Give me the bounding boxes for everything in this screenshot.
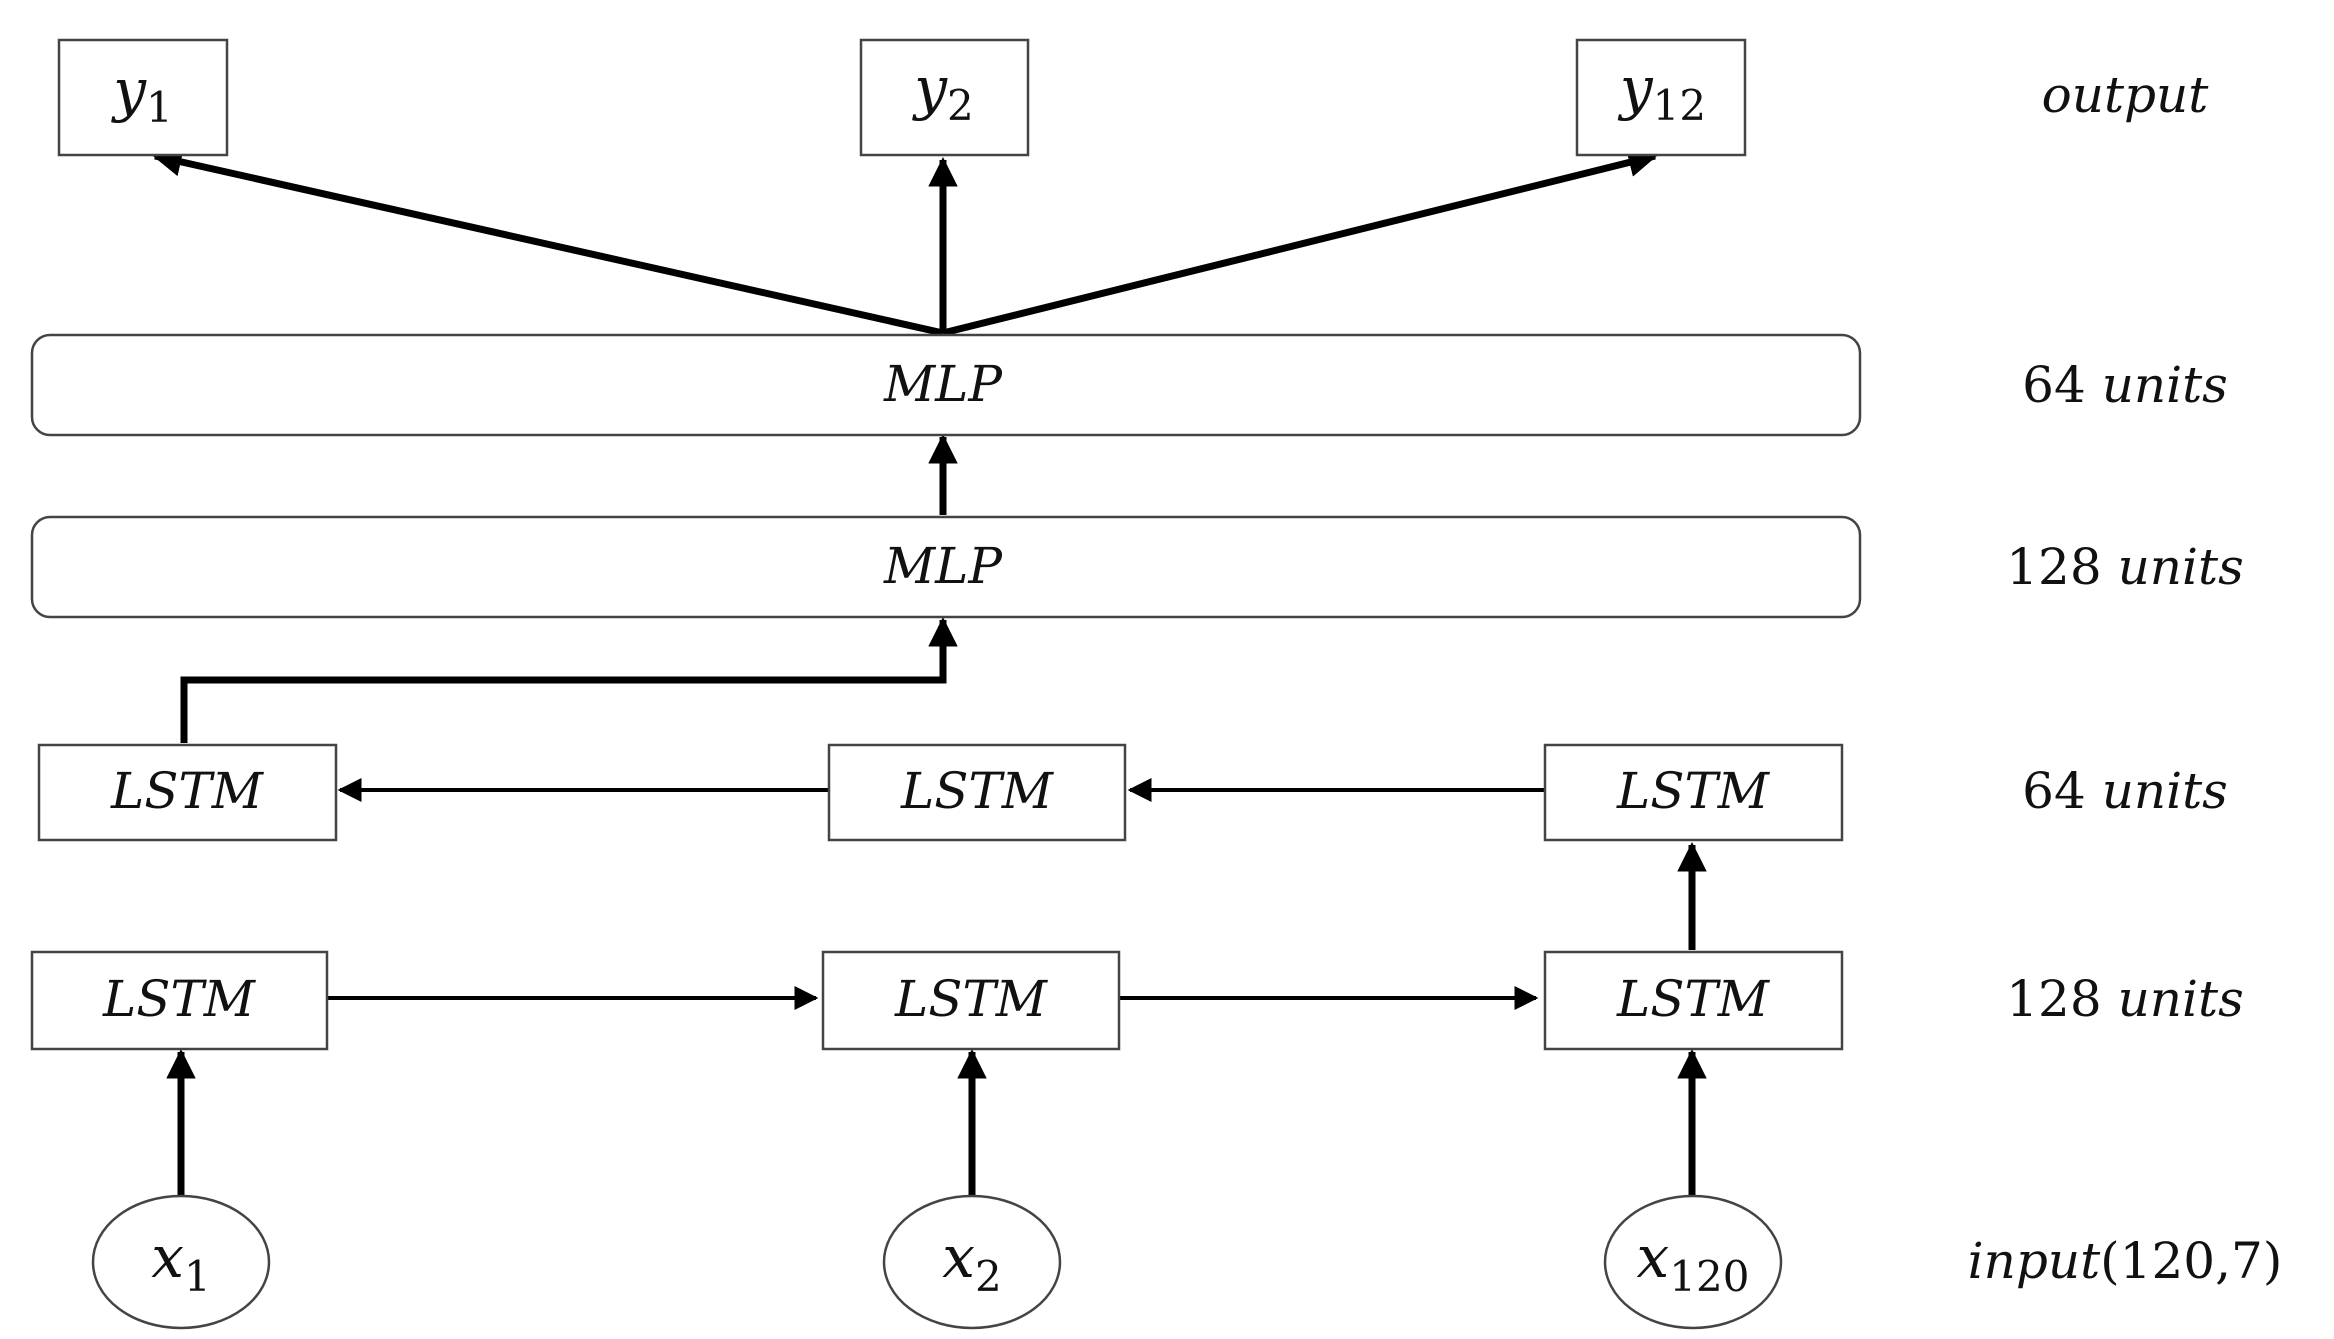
mlp-top-label: MLP: [883, 355, 1003, 413]
side-label-mlp-bottom-number: 128: [2006, 538, 2101, 596]
svg-text:y12: y12: [1617, 54, 1706, 130]
edge-lstm-upper-1-to-mlp-bottom: [180, 617, 958, 743]
lstm-lower-1-label: LSTM: [102, 970, 257, 1028]
output-node-y1: y1: [57, 38, 229, 157]
side-label-mlp-top-number: 64: [2022, 356, 2086, 414]
lstm-lower-3: LSTM: [1543, 950, 1844, 1051]
lstm-lower-2: LSTM: [821, 950, 1121, 1051]
lstm-lower-1: LSTM: [30, 950, 329, 1051]
output-node-y2: y2: [859, 38, 1030, 157]
edge-mlp-top-to-y1: [152, 147, 944, 337]
output-y2-base: y: [911, 54, 948, 122]
side-label-lstm-upper-number: 64: [2022, 762, 2086, 820]
output-y2-subscript: 2: [947, 81, 974, 130]
output-y1-base: y: [110, 56, 147, 124]
svg-text:x2: x2: [942, 1223, 1001, 1301]
input-x1-base: x: [151, 1223, 184, 1291]
side-label-input-word: input: [1968, 1232, 2101, 1290]
side-label-mlp-top-unit: units: [2102, 356, 2228, 414]
side-label-lstm-lower: 128 units: [2006, 970, 2244, 1028]
side-label-mlp-bottom: 128 units: [2006, 538, 2244, 596]
side-label-lstm-upper-unit: units: [2102, 762, 2228, 820]
input-node-x120: x120: [1603, 1194, 1783, 1330]
input-node-x1: x1: [91, 1194, 271, 1330]
output-node-y12: y12: [1575, 38, 1747, 157]
lstm-upper-2-label: LSTM: [900, 762, 1055, 820]
lstm-lower-3-label: LSTM: [1616, 970, 1771, 1028]
lstm-upper-1-label: LSTM: [110, 762, 265, 820]
svg-text:y2: y2: [911, 54, 974, 130]
lstm-upper-3: LSTM: [1543, 743, 1844, 842]
edge-mlp-top-to-y12: [942, 148, 1658, 337]
side-label-input: input(120,7): [1968, 1232, 2283, 1290]
lstm-upper-3-label: LSTM: [1616, 762, 1771, 820]
input-x2-base: x: [942, 1223, 975, 1291]
output-y12-subscript: 12: [1653, 81, 1706, 130]
svg-text:y1: y1: [110, 56, 173, 132]
svg-text:x1: x1: [151, 1223, 210, 1301]
side-label-input-shape: (120,7): [2100, 1232, 2282, 1290]
lstm-upper-2: LSTM: [827, 743, 1127, 842]
input-x1-subscript: 1: [184, 1252, 211, 1301]
input-x120-subscript: 120: [1669, 1252, 1749, 1301]
lstm-upper-1: LSTM: [37, 743, 338, 842]
output-y12-base: y: [1617, 54, 1654, 122]
side-label-mlp-top: 64 units: [2022, 356, 2228, 414]
svg-text:x120: x120: [1637, 1223, 1750, 1301]
input-node-x2: x2: [882, 1194, 1062, 1330]
mlp-bottom-block: MLP: [30, 515, 1862, 619]
lstm-lower-2-label: LSTM: [894, 970, 1049, 1028]
side-label-lstm-lower-unit: units: [2118, 970, 2244, 1028]
input-x2-subscript: 2: [975, 1252, 1002, 1301]
side-label-lstm-lower-number: 128: [2006, 970, 2101, 1028]
side-label-lstm-upper: 64 units: [2022, 762, 2228, 820]
mlp-top-block: MLP: [30, 333, 1862, 437]
side-label-output: output: [2042, 66, 2210, 124]
side-label-mlp-bottom-unit: units: [2118, 538, 2244, 596]
output-y1-subscript: 1: [146, 83, 173, 132]
mlp-bottom-label: MLP: [883, 537, 1003, 595]
input-x120-base: x: [1637, 1223, 1670, 1291]
